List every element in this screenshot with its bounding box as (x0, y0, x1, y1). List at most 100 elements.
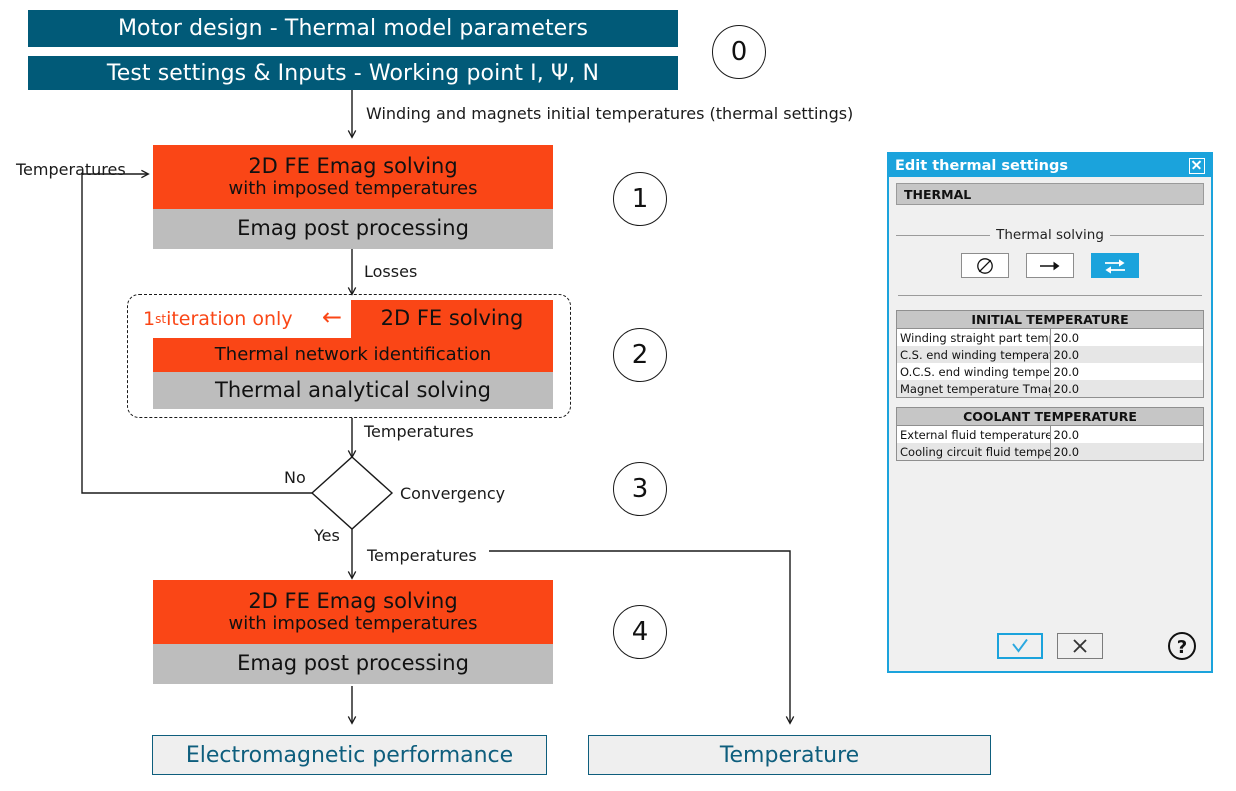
cross-icon (1073, 639, 1087, 653)
step-marker-2-label: 2 (631, 340, 649, 370)
header-bar-test-settings: Test settings & Inputs - Working point I… (28, 56, 678, 90)
step4-post-processing-block: Emag post processing (153, 644, 553, 684)
step2-note-text: iteration only (166, 308, 293, 330)
cancel-button[interactable] (1057, 633, 1103, 659)
step2-thermal-analytical-block: Thermal analytical solving (153, 372, 553, 409)
edge-label-initial-temperatures: Winding and magnets initial temperatures… (366, 104, 853, 123)
dialog-section-thermal: THERMAL (896, 183, 1204, 205)
dialog-divider (898, 295, 1202, 296)
thermal-solving-legend: Thermal solving (896, 227, 1205, 243)
table-row[interactable]: Winding straight part temperature (°C) 2… (896, 328, 1204, 346)
two-way-arrow-icon-button[interactable] (1091, 253, 1139, 278)
row-label: Cooling circuit fluid temperature (°C) (896, 443, 1050, 461)
row-value[interactable]: 20.0 (1049, 363, 1204, 380)
step4-title-line1: 2D FE Emag solving (248, 589, 458, 614)
row-value[interactable]: 20.0 (1049, 328, 1204, 346)
table-row[interactable]: O.C.S. end winding temperature (°C) 20.0 (896, 363, 1204, 380)
step-marker-1: 1 (613, 172, 667, 226)
step1-title-line1: 2D FE Emag solving (248, 154, 458, 179)
table-row[interactable]: Magnet temperature Tmag (°C) 20.0 (896, 380, 1204, 398)
header-bar-test-settings-label: Test settings & Inputs - Working point I… (106, 60, 600, 86)
step2-row3-label: Thermal analytical solving (215, 377, 491, 402)
edge-label-temperatures-decision-text: Temperatures (364, 422, 474, 441)
coolant-temperature-table-header: COOLANT TEMPERATURE (896, 407, 1204, 426)
step1-title-line2: with imposed temperatures (228, 177, 478, 199)
dialog-body: THERMAL Thermal solving (889, 177, 1211, 461)
step2-row1-label: 2D FE solving (380, 306, 524, 331)
step1-sub-label: Emag post processing (237, 216, 469, 241)
result-box-temperature-label: Temperature (719, 742, 860, 768)
ok-button[interactable] (997, 633, 1043, 659)
step2-note-arrow-icon: ← (322, 303, 343, 331)
edge-label-feedback-temperatures: Temperatures (16, 160, 126, 179)
thermal-solving-legend-label: Thermal solving (996, 227, 1104, 243)
step1-post-processing-block: Emag post processing (153, 209, 553, 249)
edge-label-losses-text: Losses (364, 262, 418, 281)
step2-group (127, 294, 571, 418)
step4-emag-solving-block: 2D FE Emag solving with imposed temperat… (153, 580, 553, 644)
row-value[interactable]: 20.0 (1049, 425, 1204, 443)
edge-label-losses: Losses (364, 262, 417, 281)
legend-rule-right (1109, 234, 1205, 236)
step-marker-0-label: 0 (730, 37, 748, 67)
decision-label-text: Convergency (400, 484, 506, 503)
thermal-solving-mode-group (896, 253, 1204, 278)
no-thermal-icon-button[interactable] (961, 253, 1009, 278)
decision-yes-label: Yes (314, 526, 340, 545)
legend-rule-left (896, 234, 991, 236)
header-bar-motor-design-label: Motor design - Thermal model parameters (117, 16, 589, 41)
row-value[interactable]: 20.0 (1049, 443, 1204, 461)
no-thermal-icon (977, 257, 993, 274)
one-way-arrow-icon (1040, 261, 1060, 270)
dialog-footer: ? (889, 631, 1211, 661)
edge-label-initial-temperatures-text: Winding and magnets initial temperatures… (366, 104, 854, 123)
close-icon[interactable] (1189, 157, 1205, 174)
decision-label: Convergency (400, 484, 505, 503)
table-row[interactable]: External fluid temperature (°C) 20.0 (896, 425, 1204, 443)
step-marker-4: 4 (613, 605, 667, 659)
step2-thermal-network-block: Thermal network identification (153, 338, 553, 372)
step2-note-number: 1 (143, 308, 156, 330)
row-label: O.C.S. end winding temperature (°C) (896, 363, 1050, 380)
initial-temperature-table-header: INITIAL TEMPERATURE (896, 310, 1204, 329)
coolant-temperature-header-label: COOLANT TEMPERATURE (896, 407, 1204, 426)
result-box-em-label: Electromagnetic performance (185, 742, 514, 768)
row-label: External fluid temperature (°C) (896, 425, 1050, 443)
help-button[interactable]: ? (1167, 631, 1197, 661)
step-marker-0: 0 (712, 25, 766, 79)
dialog-title-label: Edit thermal settings (895, 157, 1069, 174)
result-box-temperature: Temperature (588, 735, 991, 775)
edge-label-temperatures-decision: Temperatures (364, 422, 474, 441)
edit-thermal-settings-dialog[interactable]: Edit thermal settings THERMAL Thermal so… (887, 152, 1213, 673)
initial-temperature-header-label: INITIAL TEMPERATURE (896, 310, 1204, 329)
initial-temperature-table: INITIAL TEMPERATURE Winding straight par… (896, 310, 1204, 398)
step-marker-2: 2 (613, 328, 667, 382)
step2-note-arrow-glyph: ← (322, 303, 343, 331)
table-row[interactable]: Cooling circuit fluid temperature (°C) 2… (896, 443, 1204, 461)
row-value[interactable]: 20.0 (1049, 380, 1204, 398)
table-row[interactable]: C.S. end winding temperature (°C) 20.0 (896, 346, 1204, 363)
dialog-title-bar: Edit thermal settings (889, 154, 1211, 177)
two-way-arrow-icon (1105, 258, 1125, 274)
decision-yes-text: Yes (314, 526, 340, 545)
one-way-arrow-icon-button[interactable] (1026, 253, 1074, 278)
decision-no-label: No (284, 468, 306, 487)
step1-emag-solving-block: 2D FE Emag solving with imposed temperat… (153, 145, 553, 209)
step-marker-4-label: 4 (631, 617, 649, 647)
edge-label-feedback-temperatures-text: Temperatures (16, 160, 126, 179)
edge-label-temperatures-output: Temperatures (364, 546, 480, 565)
dialog-section-thermal-label: THERMAL (904, 186, 972, 202)
step2-fe-solving-block: 2D FE solving (351, 300, 553, 338)
step-marker-3-label: 3 (631, 474, 649, 504)
edge-label-temperatures-output-text: Temperatures (367, 546, 477, 565)
check-icon (1012, 638, 1028, 653)
step-marker-3: 3 (613, 462, 667, 516)
row-value[interactable]: 20.0 (1049, 346, 1204, 363)
coolant-temperature-table: COOLANT TEMPERATURE External fluid tempe… (896, 407, 1204, 461)
step2-note-ordinal: st (155, 312, 167, 326)
row-label: Magnet temperature Tmag (°C) (896, 380, 1050, 398)
step-marker-1-label: 1 (631, 184, 649, 214)
result-box-electromagnetic-performance: Electromagnetic performance (152, 735, 547, 775)
